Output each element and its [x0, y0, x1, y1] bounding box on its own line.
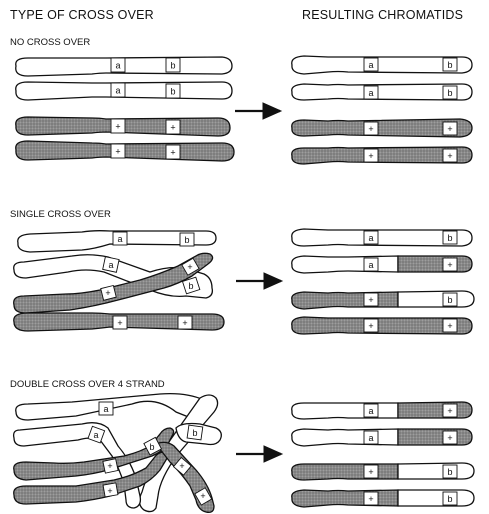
label-a: a — [368, 260, 373, 270]
section-title-no-cross-over: NO CROSS OVER — [10, 37, 90, 48]
label-plus: + — [368, 124, 373, 134]
header-resulting-chromatids: RESULTING CHROMATIDS — [302, 8, 463, 22]
label-plus: + — [115, 147, 120, 157]
result-chromatid-segment — [398, 463, 474, 479]
label-plus: + — [368, 467, 373, 477]
label-plus: + — [105, 288, 110, 298]
label-plus: + — [368, 321, 373, 331]
label-plus: + — [447, 260, 452, 270]
label-plus: + — [368, 494, 373, 504]
label-b: b — [192, 428, 197, 438]
result-chromatid-segment — [398, 291, 474, 307]
label-plus: + — [170, 123, 175, 133]
label-b: b — [170, 61, 175, 71]
label-a: a — [368, 433, 373, 443]
result-chromatid — [292, 464, 398, 480]
label-a: a — [368, 60, 373, 70]
label-plus: + — [447, 433, 452, 443]
result-chromatid-segment — [398, 256, 472, 272]
label-plus: + — [182, 318, 187, 328]
header-type-of-cross-over: TYPE OF CROSS OVER — [10, 8, 154, 22]
label-b: b — [447, 60, 452, 70]
label-plus: + — [179, 461, 184, 471]
result-chromatid-segment — [398, 429, 472, 445]
label-b: b — [188, 281, 193, 291]
section-title-single-cross-over: SINGLE CROSS OVER — [10, 209, 111, 220]
result-chromatid — [292, 403, 398, 419]
label-plus: + — [115, 122, 120, 132]
label-a: a — [368, 233, 373, 243]
label-plus: + — [368, 151, 373, 161]
label-a: a — [117, 234, 122, 244]
label-a: a — [368, 88, 373, 98]
label-b: b — [447, 494, 452, 504]
label-a: a — [115, 86, 120, 96]
label-a: a — [103, 404, 108, 414]
label-b: b — [149, 442, 154, 452]
label-b: b — [447, 295, 452, 305]
label-plus: + — [447, 321, 452, 331]
result-chromatid-segment — [398, 402, 472, 418]
label-a: a — [108, 260, 113, 270]
label-plus: + — [447, 124, 452, 134]
label-plus: + — [447, 406, 452, 416]
label-plus: + — [200, 491, 205, 501]
label-plus: + — [107, 486, 112, 496]
section-title-double-cross-over: DOUBLE CROSS OVER 4 STRAND — [10, 379, 165, 390]
label-a: a — [93, 430, 98, 440]
label-b: b — [184, 235, 189, 245]
label-plus: + — [368, 295, 373, 305]
double-cross-over-results: a + a + + b + b — [292, 402, 474, 507]
label-plus: + — [447, 151, 452, 161]
label-a: a — [368, 406, 373, 416]
label-b: b — [447, 88, 452, 98]
label-plus: + — [170, 148, 175, 158]
label-plus: + — [187, 262, 192, 272]
no-cross-over-results: a b a b + + + + — [292, 56, 472, 164]
label-plus: + — [107, 461, 112, 471]
label-plus: + — [117, 318, 122, 328]
result-chromatid — [292, 292, 398, 309]
label-b: b — [447, 467, 452, 477]
label-b: b — [170, 87, 175, 97]
label-b: b — [447, 233, 452, 243]
result-chromatid-segment — [398, 490, 474, 506]
label-a: a — [115, 61, 120, 71]
single-cross-over-results: a b a + + b + + — [292, 229, 474, 334]
result-chromatid — [292, 429, 398, 446]
result-chromatid — [292, 490, 398, 507]
result-chromatid — [292, 256, 398, 273]
